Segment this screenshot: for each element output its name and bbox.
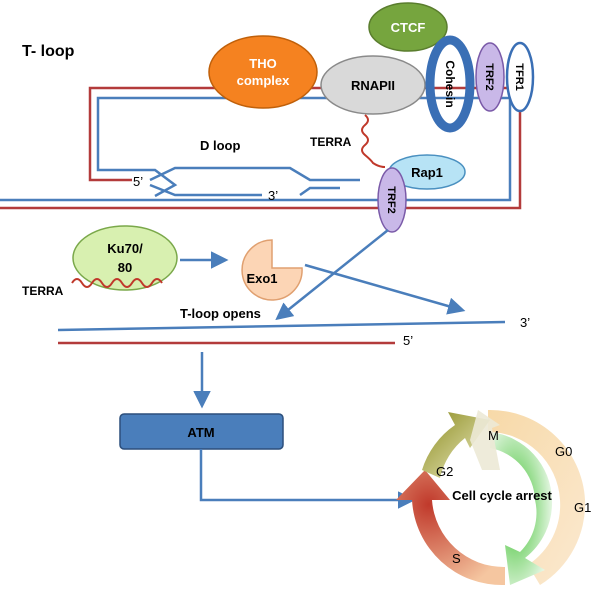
cohesin-ring bbox=[425, 35, 475, 133]
phase-s-label: S bbox=[452, 551, 461, 566]
atm-label: ATM bbox=[187, 425, 214, 440]
dna-strand-red-top bbox=[0, 86, 522, 210]
rnapii-protein bbox=[320, 55, 426, 115]
five-prime-mid-label: 5’ bbox=[403, 333, 413, 348]
ku-label-line2: 80 bbox=[118, 260, 132, 275]
trf2-mid-protein bbox=[377, 167, 407, 233]
terra-left-label: TERRA bbox=[22, 284, 64, 298]
dna-strand-blue-top bbox=[0, 96, 512, 202]
tho-label-line1: THO bbox=[249, 56, 276, 71]
phase-g2-arrow bbox=[422, 412, 490, 478]
exo1-protein bbox=[241, 239, 303, 301]
arrow-trf2-to-tloop bbox=[275, 229, 389, 321]
trf2-mid-label: TRF2 bbox=[385, 186, 397, 214]
ctcf-protein bbox=[368, 2, 448, 52]
five-prime-top-label: 5’ bbox=[133, 174, 143, 189]
ku-label-line1: Ku70/ bbox=[107, 241, 143, 256]
phase-g1-label: G1 bbox=[574, 500, 591, 515]
rap1-label: Rap1 bbox=[411, 165, 443, 180]
ctcf-label: CTCF bbox=[391, 20, 426, 35]
d-loop-right bbox=[299, 186, 340, 197]
terra-top-label: TERRA bbox=[310, 135, 352, 149]
d-loop-upper bbox=[149, 166, 360, 182]
open-strand-blue bbox=[57, 320, 506, 332]
cell-cycle-wheel bbox=[396, 409, 586, 586]
trf2-top-label: TRF2 bbox=[483, 63, 495, 91]
trf1-label: TFR1 bbox=[513, 63, 525, 91]
tho-label-line2: complex bbox=[237, 73, 291, 88]
phase-g1-arrow bbox=[490, 432, 553, 585]
diagram-title: T- loop bbox=[22, 43, 75, 60]
d-loop-lower bbox=[149, 183, 262, 197]
terra-wave-top bbox=[361, 114, 386, 168]
three-prime-mid-label: 3’ bbox=[520, 315, 530, 330]
cell-cycle-arrest-label: Cell cycle arrest bbox=[452, 488, 552, 503]
phase-m-arrow bbox=[470, 410, 500, 470]
arrow-exo1-to-end bbox=[304, 263, 466, 315]
trf1-protein bbox=[505, 41, 535, 113]
tho-complex bbox=[208, 35, 318, 109]
phase-s-arrow bbox=[396, 470, 505, 586]
phase-g0-label: G0 bbox=[555, 444, 572, 459]
exo1-label: Exo1 bbox=[246, 271, 277, 286]
rnapii-label: RNAPII bbox=[351, 78, 395, 93]
phase-g2-label: G2 bbox=[436, 464, 453, 479]
ku70-80-protein bbox=[72, 225, 178, 291]
trf2-top-protein bbox=[475, 42, 505, 112]
three-prime-top-label: 3’ bbox=[268, 188, 278, 203]
phase-g0-g1-arc bbox=[488, 409, 586, 585]
arrow-atm-to-arrest bbox=[199, 449, 416, 509]
d-loop-label: D loop bbox=[200, 138, 240, 153]
tloop-opens-label: T-loop opens bbox=[180, 306, 261, 321]
terra-wave-left bbox=[71, 278, 163, 288]
phase-m-label: M bbox=[488, 428, 499, 443]
cohesin-label: Cohesin bbox=[443, 60, 457, 107]
